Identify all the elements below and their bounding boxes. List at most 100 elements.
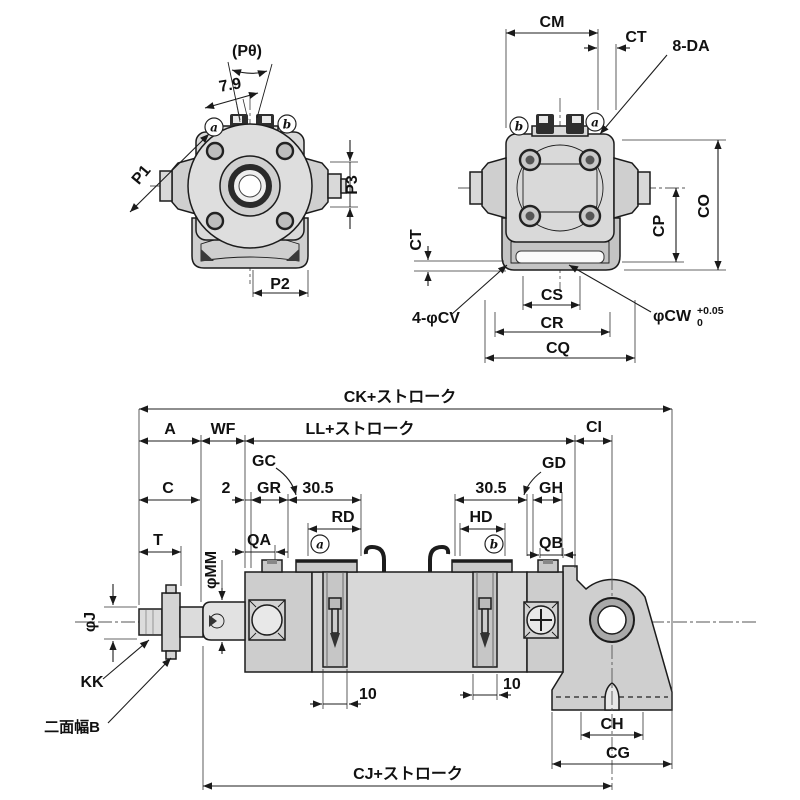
cushion-screw-right: [523, 601, 559, 639]
svg-text:CK+ストローク: CK+ストローク: [344, 388, 456, 406]
side-extension-lines: [138, 409, 673, 790]
svg-text:P2: P2: [270, 276, 290, 293]
svg-text:GC: GC: [252, 453, 276, 470]
dim-co: CO: [622, 139, 726, 271]
dim-cr: CR: [494, 312, 611, 337]
svg-text:CI: CI: [586, 419, 602, 436]
dim-p3: P3: [330, 140, 361, 229]
svg-text:P3: P3: [344, 175, 361, 195]
svg-text:CQ: CQ: [546, 340, 570, 357]
dim-ci: CI: [575, 419, 612, 445]
svg-text:P1: P1: [129, 162, 155, 188]
bolt-hole: [205, 211, 225, 231]
rod-nut: [161, 592, 181, 652]
svg-text:CH: CH: [600, 716, 623, 733]
svg-text:HD: HD: [469, 509, 492, 526]
dim-c: C: [139, 480, 200, 504]
dim-kk: KK: [80, 639, 150, 691]
pilot-tol-upper: +0.05: [697, 305, 724, 317]
dim-cm: CM: [505, 14, 599, 128]
dim-ct-top: CT: [584, 29, 647, 110]
pilot-slot: [515, 250, 605, 264]
dim-cp: CP: [622, 188, 684, 263]
bolt-hole: [205, 141, 225, 161]
dim-cs: CS: [522, 276, 581, 310]
dim-qb: QB: [527, 535, 576, 559]
dim-rod-dia: φMM: [203, 551, 226, 654]
svg-text:CG: CG: [606, 745, 630, 762]
rod-shaft: [179, 606, 204, 638]
svg-text:CO: CO: [696, 194, 713, 218]
port-a-marker: [585, 112, 605, 132]
dim-thread-dia: φJ: [82, 584, 137, 662]
rod-thread: [138, 608, 163, 636]
dim-cg: CG: [552, 745, 672, 768]
dim-port-offset: 7.9: [204, 75, 259, 123]
bolt-hole: [275, 211, 295, 231]
dim-cj: CJ+ストローク: [203, 765, 612, 790]
dim-gd: GD: [523, 455, 566, 496]
dim-gr: GR: [251, 480, 288, 504]
svg-text:CT: CT: [625, 29, 647, 46]
side-view: CK+ストローク A WF LL+ストローク CI C 2: [44, 388, 758, 790]
svg-text:CR: CR: [540, 315, 564, 332]
svg-text:QB: QB: [539, 535, 563, 552]
svg-text:CP: CP: [651, 215, 668, 238]
dim-pitch-left: 30.5: [288, 480, 361, 504]
piston-rod-assembly: [138, 584, 246, 660]
switch-hook-left: [363, 544, 386, 572]
front-view: a b (Pθ) 7.9 P1 P3: [129, 43, 361, 297]
port-b-marker: [277, 114, 297, 134]
dim-cq: CQ: [484, 300, 636, 363]
switch-b-marker: [484, 534, 504, 554]
svg-text:GR: GR: [257, 480, 281, 497]
dim-pitch-right: 30.5: [455, 480, 527, 504]
svg-text:CJ+ストローク: CJ+ストローク: [353, 765, 463, 783]
svg-text:GH: GH: [539, 480, 563, 497]
svg-text:4-φCV: 4-φCV: [412, 310, 460, 327]
dim-ll: LL+ストローク: [245, 420, 575, 445]
switch-a-marker: [310, 534, 330, 554]
svg-text:10: 10: [503, 676, 521, 693]
svg-text:LL+ストローク: LL+ストローク: [306, 420, 415, 438]
svg-text:KK: KK: [80, 674, 104, 691]
svg-text:10: 10: [359, 686, 377, 703]
port-a-label: a: [591, 116, 599, 130]
rear-left-lug: [481, 157, 507, 219]
port-a-label: a: [210, 121, 218, 135]
dim-bolt-holes: 8-DA: [599, 38, 710, 135]
port-b-label: b: [515, 120, 523, 134]
svg-text:30.5: 30.5: [475, 480, 506, 497]
dim-band-right: 10: [460, 676, 521, 699]
dim-band-left: 10: [310, 686, 377, 708]
svg-text:φCW: φCW: [653, 308, 692, 325]
tube-outline: [516, 144, 604, 232]
dim-ck: CK+ストローク: [139, 388, 672, 413]
bolt-hole: [275, 141, 295, 161]
band-clamp-left: [322, 571, 348, 668]
switch-a-label: a: [316, 538, 324, 552]
port-a-marker: [204, 117, 224, 137]
svg-text:T: T: [153, 532, 163, 549]
svg-text:30.5: 30.5: [302, 480, 333, 497]
svg-text:φMM: φMM: [203, 551, 220, 589]
rear-flange-plate: [505, 133, 615, 243]
svg-text:CT: CT: [408, 229, 425, 251]
dim-p2: P2: [252, 270, 309, 297]
svg-text:GD: GD: [542, 455, 566, 472]
clevis-eye-hole: [597, 605, 627, 635]
dim-gh: GH: [533, 480, 563, 504]
dim-pilot-dia: φCW +0.05 0: [568, 264, 724, 329]
svg-text:A: A: [164, 421, 176, 438]
svg-text:CS: CS: [541, 287, 564, 304]
port-b-label: b: [283, 118, 291, 132]
port-b-marker: [509, 116, 529, 136]
dim-qa: QA: [232, 532, 288, 556]
svg-text:WF: WF: [211, 421, 236, 438]
dim-flats: 二面幅B: [44, 657, 172, 736]
dim-hd: HD: [460, 509, 505, 533]
svg-text:φJ: φJ: [82, 612, 99, 632]
svg-text:(Pθ): (Pθ): [232, 43, 262, 60]
